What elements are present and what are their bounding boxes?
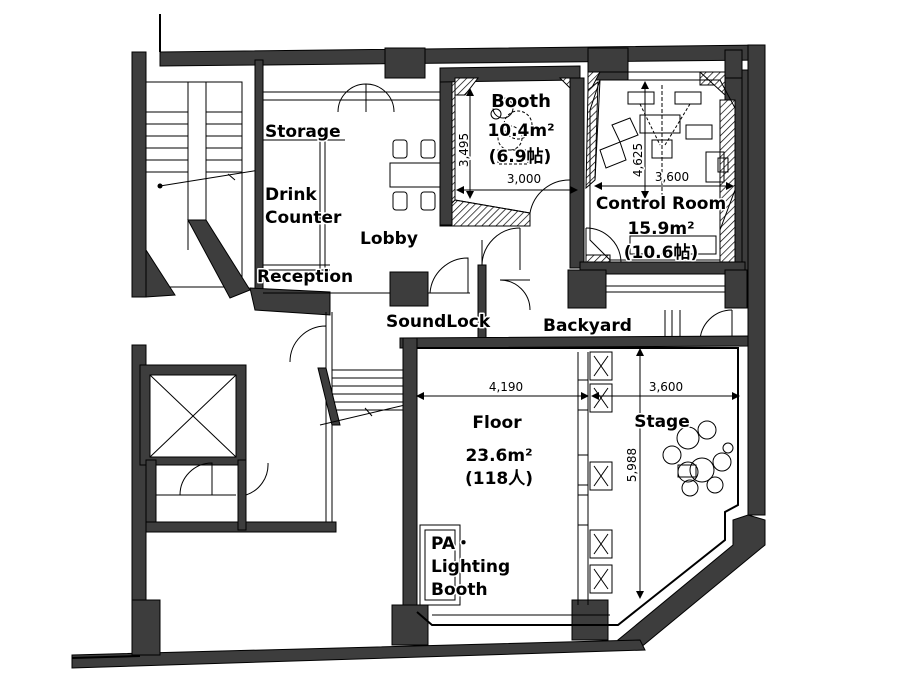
storage-area bbox=[249, 59, 440, 316]
floor-capacity: (118人) bbox=[465, 469, 533, 489]
floor-name: Floor bbox=[472, 413, 522, 433]
backyard-label: Backyard bbox=[543, 316, 632, 336]
control-room-area: 15.9m² bbox=[627, 219, 694, 239]
booth-height-dim: 3,495 bbox=[457, 133, 471, 167]
reception-label: Reception bbox=[257, 267, 353, 287]
control-room-name: Control Room bbox=[596, 194, 726, 214]
floor-width-dim: 4,190 bbox=[489, 380, 523, 394]
pa-booth-label-2: Lighting bbox=[431, 557, 510, 577]
stairwell bbox=[145, 81, 261, 299]
speaker-stack bbox=[589, 351, 613, 594]
floor-area: 23.6m² bbox=[465, 446, 532, 466]
booth-room bbox=[384, 47, 585, 269]
control-height-dim: 4,625 bbox=[631, 143, 645, 177]
floor-stage-hall bbox=[391, 337, 739, 646]
monitor-wedges bbox=[577, 379, 589, 526]
control-room-tatami: (10.6帖) bbox=[624, 242, 698, 263]
drink-counter-label-2: Counter bbox=[265, 208, 342, 228]
elevator-area bbox=[139, 364, 406, 533]
stage-depth-dim: 5,988 bbox=[625, 448, 639, 482]
control-room bbox=[579, 47, 749, 275]
stair-treads bbox=[146, 111, 242, 173]
booth-tatami: (6.9帖) bbox=[489, 146, 552, 167]
pa-booth-label-3: Booth bbox=[431, 580, 488, 600]
backyard-area bbox=[399, 269, 749, 349]
drink-counter-label-1: Drink bbox=[265, 185, 317, 205]
booth-name: Booth bbox=[491, 91, 551, 112]
stage-label: Stage bbox=[634, 412, 690, 432]
booth-width-dim: 3,000 bbox=[507, 172, 541, 186]
pa-booth-label-1: PA・ bbox=[431, 534, 472, 554]
lobby-furniture bbox=[389, 139, 441, 211]
booth-area: 10.4m² bbox=[487, 121, 554, 141]
storage-label: Storage bbox=[265, 122, 341, 142]
soundlock-label: SoundLock bbox=[386, 312, 491, 332]
lobby-label: Lobby bbox=[360, 229, 418, 249]
drum-kit bbox=[662, 420, 734, 497]
lower-stair-treads bbox=[332, 369, 406, 411]
control-width-dim: 3,600 bbox=[655, 170, 689, 184]
outer-walls bbox=[71, 14, 766, 669]
stage-width-dim: 3,600 bbox=[649, 380, 683, 394]
dimension-lines bbox=[416, 81, 740, 599]
